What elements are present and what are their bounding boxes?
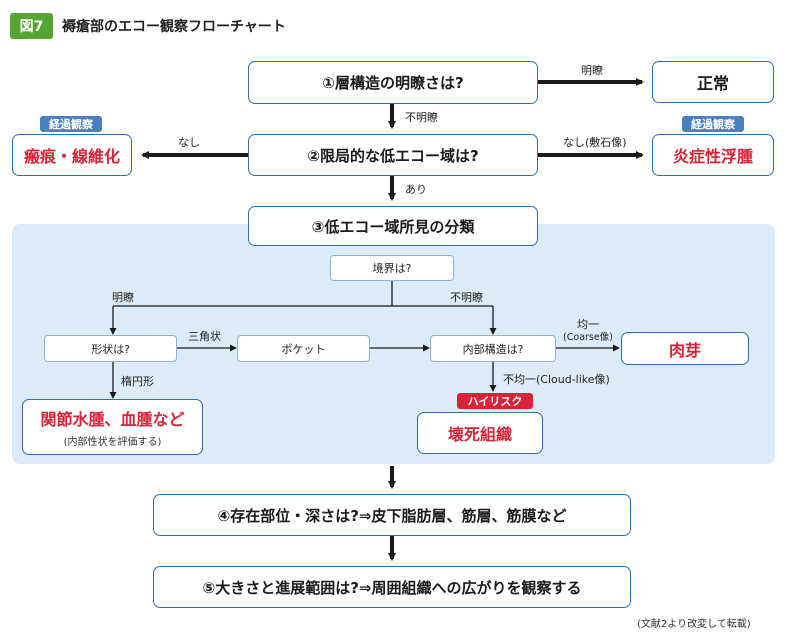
result-joint-note: (内部性状を評価する) (63, 437, 162, 448)
label-yes: あり (405, 183, 427, 196)
result-joint-title: 関節水腫、血腫など (40, 410, 185, 429)
result-scar: 瘢痕・線維化 (12, 134, 132, 176)
label-uniform-main: 均一 (577, 318, 599, 331)
label-uniform-sub: (Coarse像) (563, 332, 613, 343)
internal-box: 内部構造は? (430, 335, 556, 362)
keika-tag-left: 経過観察 (40, 116, 102, 132)
shape-box: 形状は? (44, 335, 177, 362)
label-nonuniform: 不均一(Cloud-like像) (503, 373, 610, 386)
result-joint: 関節水腫、血腫など (内部性状を評価する) (22, 399, 203, 455)
label-uniform: 均一 (Coarse像) (555, 318, 621, 344)
result-inflammation: 炎症性浮腫 (652, 134, 774, 176)
label-oval: 楕円形 (121, 375, 154, 388)
step1-box: ①層構造の明瞭さは? (248, 61, 538, 104)
label-none-cobble: なし(敷石像) (563, 136, 627, 149)
figure-title: 褥瘡部のエコー観察フローチャート (62, 19, 286, 35)
label-clear: 明瞭 (581, 64, 603, 77)
step4-box: ④存在部位・深さは?⇒皮下脂肪層、筋層、筋膜など (153, 494, 631, 536)
boundary-box: 境界は? (330, 255, 454, 281)
label-boundary-unclear: 不明瞭 (450, 291, 483, 304)
label-boundary-clear: 明瞭 (112, 291, 134, 304)
label-unclear: 不明瞭 (405, 111, 438, 124)
figure-number-badge: 図7 (10, 13, 53, 39)
source-note: (文献2より改変して転載) (637, 619, 751, 630)
step3-box: ③低エコー域所見の分類 (248, 206, 538, 246)
label-none: なし (178, 136, 200, 149)
high-risk-tag: ハイリスク (457, 393, 533, 409)
result-necrosis: 壊死組織 (417, 412, 543, 454)
label-triangle: 三角状 (188, 330, 221, 343)
step5-box: ⑤大きさと進展範囲は?⇒周囲組織への広がりを観察する (153, 566, 631, 608)
keika-tag-right: 経過観察 (682, 116, 744, 132)
pocket-box: ポケット (237, 335, 370, 362)
result-granulation: 肉芽 (621, 332, 749, 365)
step2-box: ②限局的な低エコー域は? (248, 134, 538, 176)
result-normal: 正常 (652, 61, 774, 103)
